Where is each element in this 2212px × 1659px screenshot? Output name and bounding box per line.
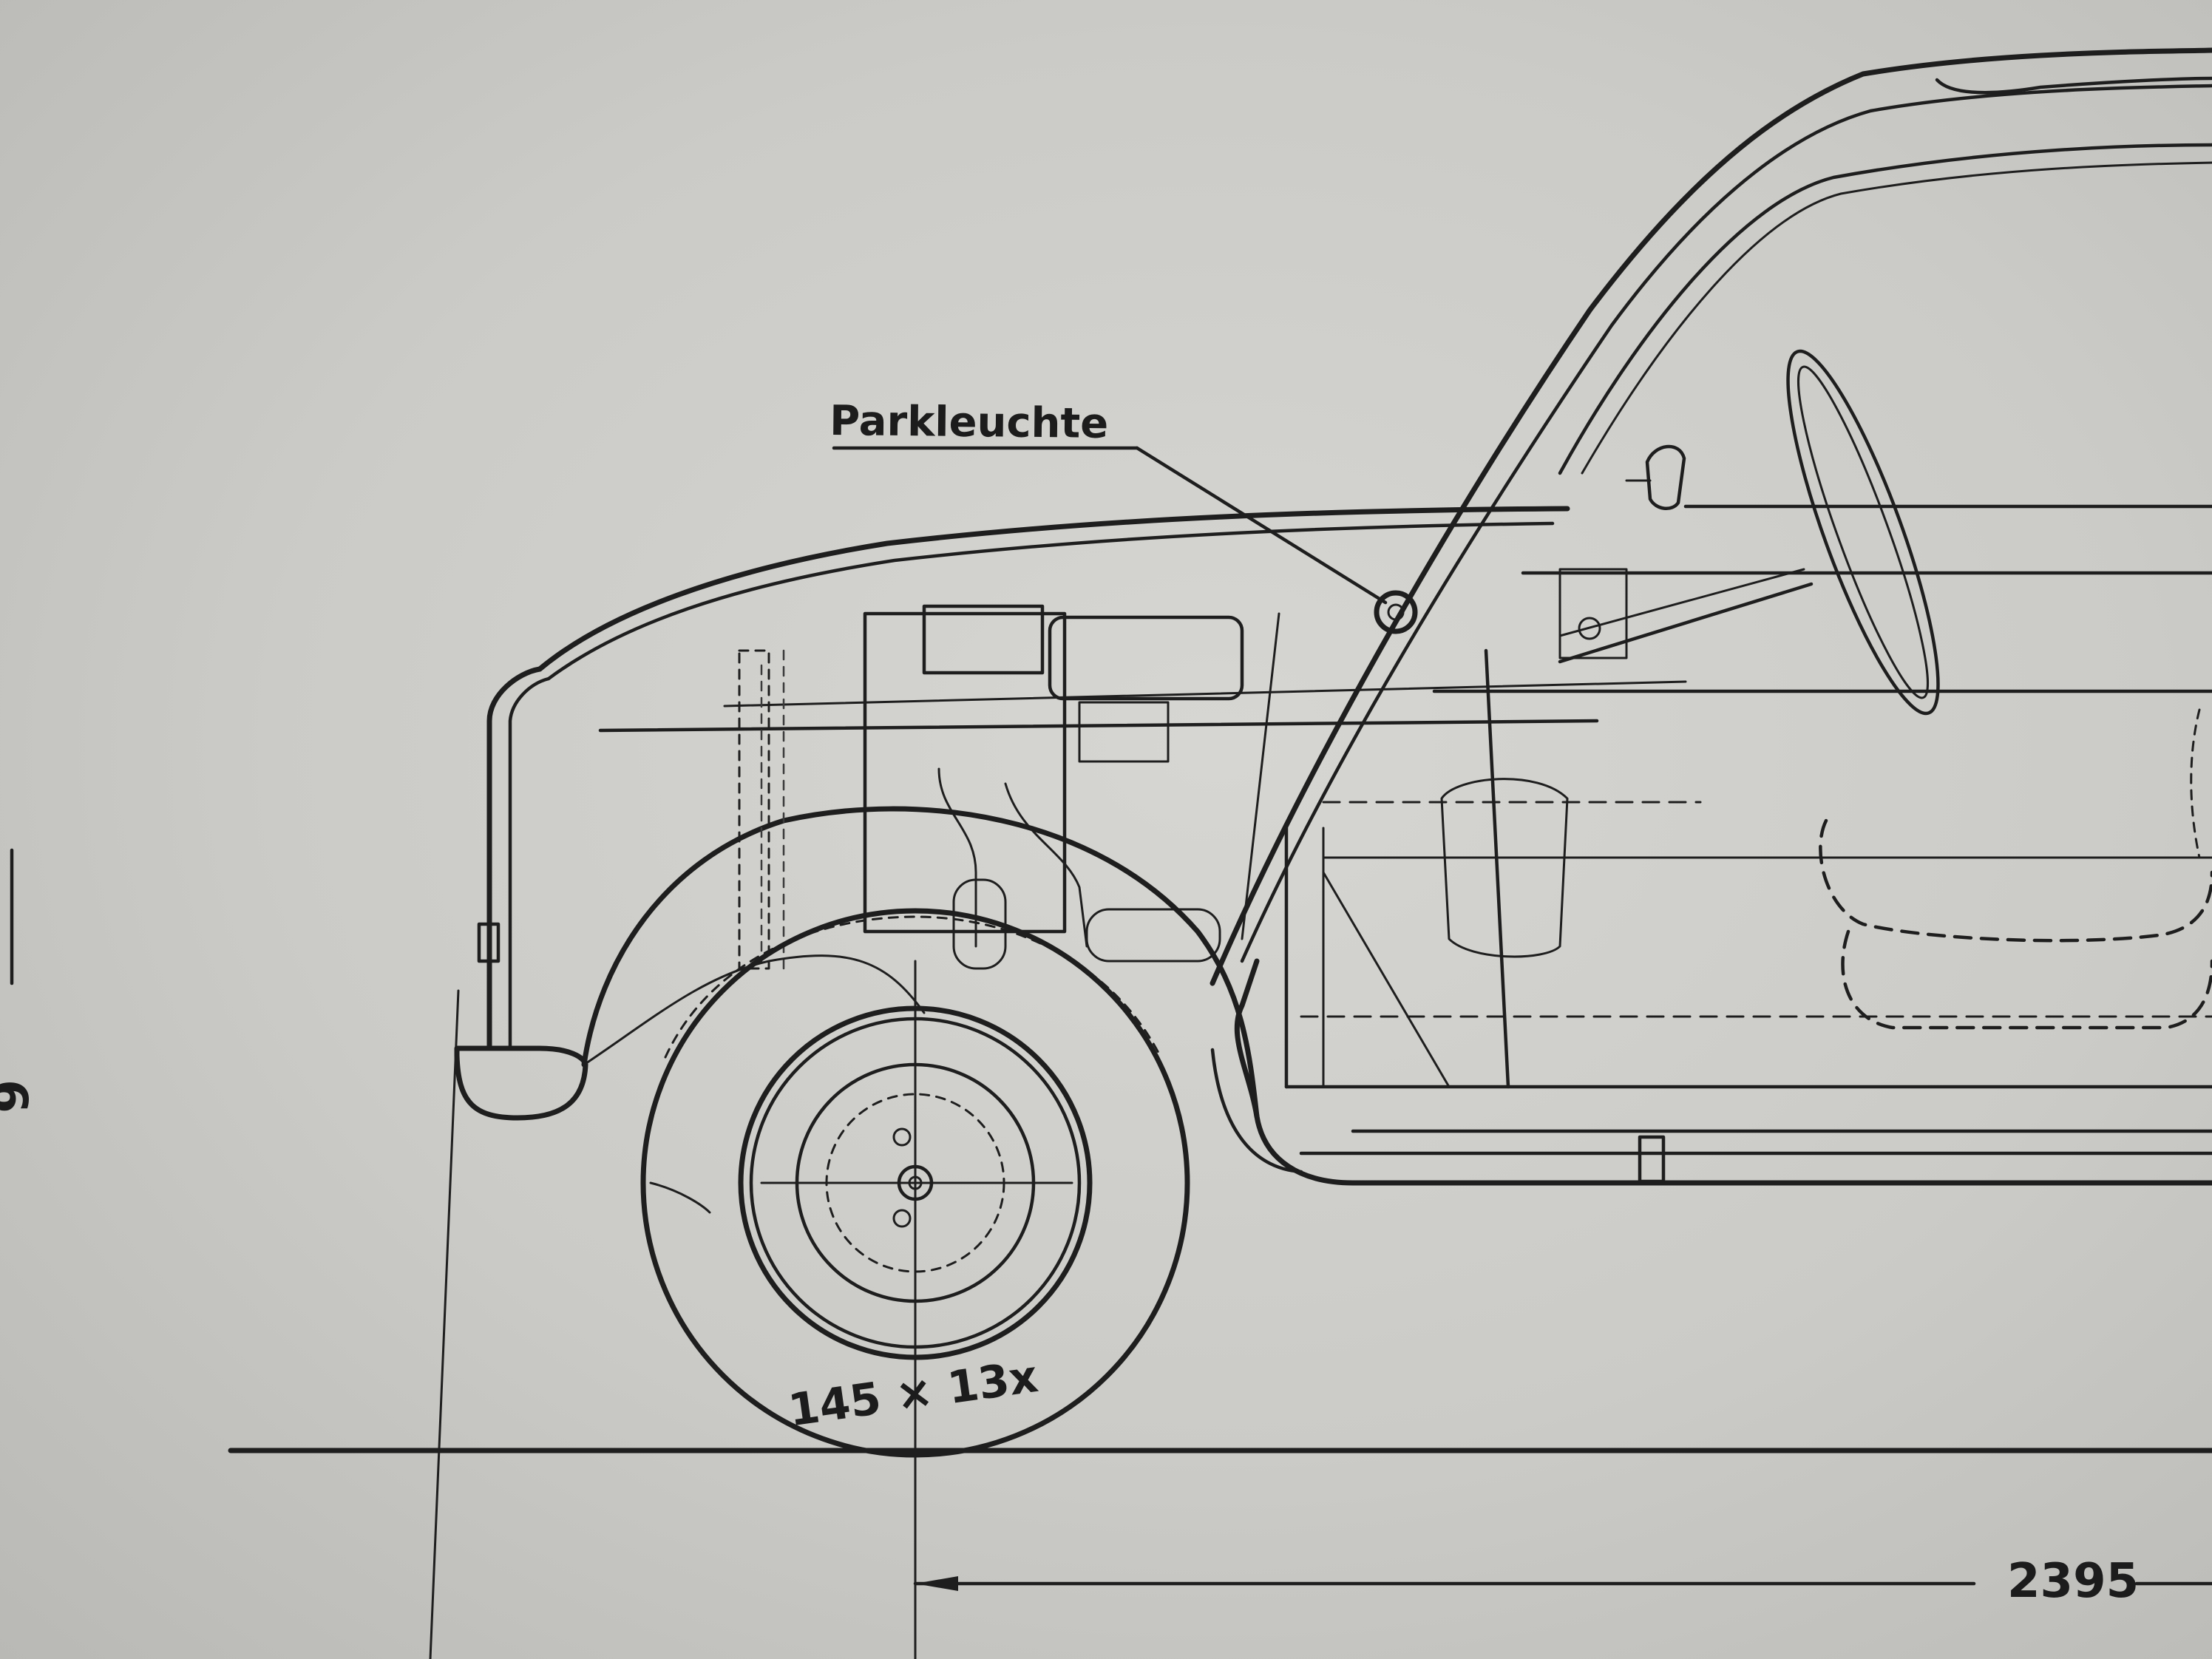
rearview-mirror <box>1645 444 1686 510</box>
a-pillar-inner <box>1240 84 2212 963</box>
engine-block <box>863 611 1067 934</box>
suspension-arm <box>583 954 926 1066</box>
park-light-label: Parkleuchte <box>830 397 1109 448</box>
left-edge-fragment: 6 <box>0 1079 38 1113</box>
fender-brace <box>1241 612 1280 940</box>
tire-size-label: 145 × 13x <box>785 1351 1041 1437</box>
front-bumper <box>454 1045 588 1121</box>
bulkhead-diag <box>1322 871 1451 1088</box>
sill-line <box>1234 958 1260 1119</box>
jack-point <box>1638 1135 1666 1184</box>
wheelbase-arrow-head <box>915 1576 958 1591</box>
steering-wheel-inner <box>1797 365 1929 699</box>
air-filter <box>1048 615 1244 701</box>
windshield-frame-inner <box>1581 161 2212 475</box>
seat-back-dashed <box>2190 708 2201 859</box>
grille-front-inner <box>508 676 551 1051</box>
wheelbase-dimension-value: 2395 <box>2007 1554 2139 1609</box>
park-light-leader-line <box>1135 446 1388 605</box>
hood-top-line <box>537 506 1570 672</box>
carburettor <box>1078 701 1170 763</box>
hood-top-inner-line <box>546 521 1555 681</box>
heater-box <box>1440 778 1569 958</box>
windshield-frame <box>1558 143 2212 475</box>
steering-column-2 <box>1558 568 1805 637</box>
steering-wheel <box>1786 349 1940 716</box>
hood-hinge-line <box>598 719 1599 733</box>
cable-rod <box>1484 648 1510 1089</box>
front-fender-arch <box>581 806 2212 1186</box>
lug-nut-bottom <box>892 1209 912 1228</box>
steering-column <box>1558 582 1814 664</box>
a-pillar-outer <box>1210 47 2212 986</box>
pedal-pivot <box>1578 617 1601 640</box>
front-overhang-reference-line <box>429 989 460 1659</box>
grille-front <box>486 666 543 1051</box>
grille-bracket <box>477 922 501 963</box>
radiator <box>738 649 770 970</box>
seat-outline <box>1819 818 2212 943</box>
starter-motor <box>1085 908 1221 963</box>
seat-cushion <box>1841 929 2212 1030</box>
sill-bottom <box>1210 1048 1303 1174</box>
tire-tread-arc <box>664 915 1162 1059</box>
pedal-box <box>1558 568 1628 659</box>
lug-nut-top <box>892 1127 912 1147</box>
engine-head <box>922 604 1045 675</box>
tire-outer <box>640 908 1190 1458</box>
front-linkage <box>649 1181 711 1214</box>
roof-gutter <box>1935 76 2212 95</box>
park-light <box>1374 590 1418 634</box>
park-light-center <box>1387 603 1405 621</box>
exhaust-pipe <box>1004 782 1088 948</box>
exhaust-manifold <box>937 767 977 948</box>
long-rod <box>723 680 1687 708</box>
